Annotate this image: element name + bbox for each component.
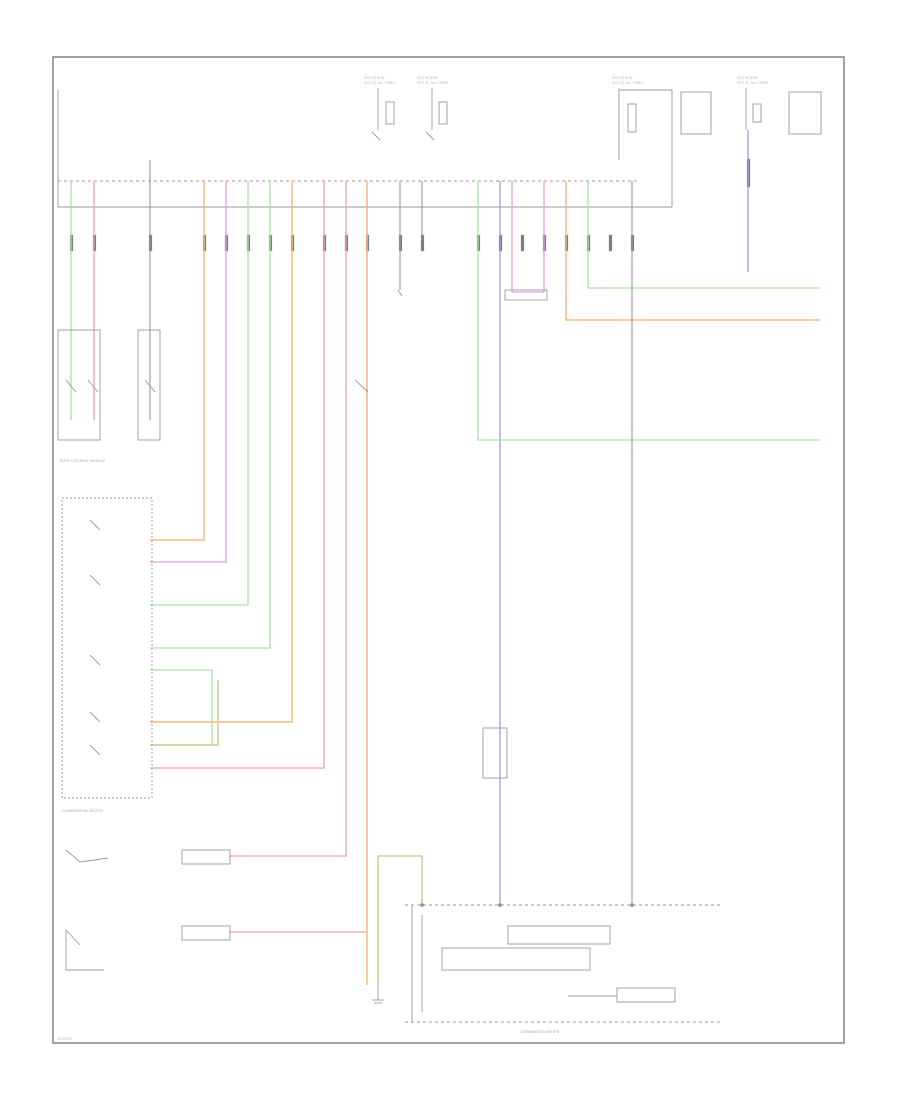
band-connector-stubs bbox=[69, 158, 751, 252]
wire-orange-4 bbox=[565, 181, 820, 321]
feed-label-3: HOT IN RUN bbox=[417, 76, 438, 80]
feed-label-8: HOT AT ALL TIMES bbox=[737, 81, 768, 85]
diagram-border bbox=[52, 56, 845, 1044]
feed-label-6: HOT AT ALL TIMES bbox=[612, 81, 643, 85]
wire-green-6 bbox=[587, 181, 820, 289]
feed-label-2: HOT AT ALL TIMES bbox=[364, 81, 395, 85]
wire-pink-3 bbox=[230, 181, 347, 857]
wire-orange-2 bbox=[150, 181, 293, 723]
bottom-ground bbox=[372, 985, 384, 1004]
wire-magenta-2 bbox=[511, 181, 545, 293]
combination-switch: COMBINATION SWITCH bbox=[61, 497, 153, 813]
combination-meter: COMBINATION METER bbox=[405, 903, 722, 1034]
reference-code: 1234567 bbox=[57, 1037, 72, 1041]
bottom-left-switches bbox=[65, 849, 231, 971]
feed-label-1: HOT IN RUN bbox=[364, 76, 385, 80]
module-text-block bbox=[680, 91, 822, 135]
combination-meter-label: COMBINATION METER bbox=[520, 1030, 560, 1034]
feed-label-7: HOT IN RUN bbox=[737, 76, 758, 80]
wire-orange-1 bbox=[150, 181, 205, 541]
wire-yellow-1 bbox=[150, 680, 219, 746]
combination-switch-label: COMBINATION SWITCH bbox=[62, 809, 103, 813]
wire-pink-2 bbox=[150, 181, 325, 769]
top-feed-labels: HOT IN RUN HOT AT ALL TIMES HOT IN RUN H… bbox=[364, 76, 768, 85]
top-fuses bbox=[371, 88, 762, 160]
wire-yellow-2 bbox=[377, 855, 423, 985]
feed-label-5: HOT IN RUN bbox=[612, 76, 633, 80]
mid-components bbox=[354, 289, 548, 779]
feed-label-4: HOT AT ALL TIMES bbox=[417, 81, 448, 85]
left-switches bbox=[57, 329, 161, 441]
wires bbox=[70, 130, 820, 985]
body-control-module-label: BODY CONTROL MODULE bbox=[60, 459, 106, 463]
wire-magenta-1 bbox=[150, 181, 227, 563]
top-connector-band bbox=[57, 89, 673, 208]
wire-green-3 bbox=[150, 181, 271, 649]
wire-green-5 bbox=[477, 181, 820, 441]
wire-green-2 bbox=[150, 181, 249, 606]
wire-green-4 bbox=[150, 669, 213, 746]
